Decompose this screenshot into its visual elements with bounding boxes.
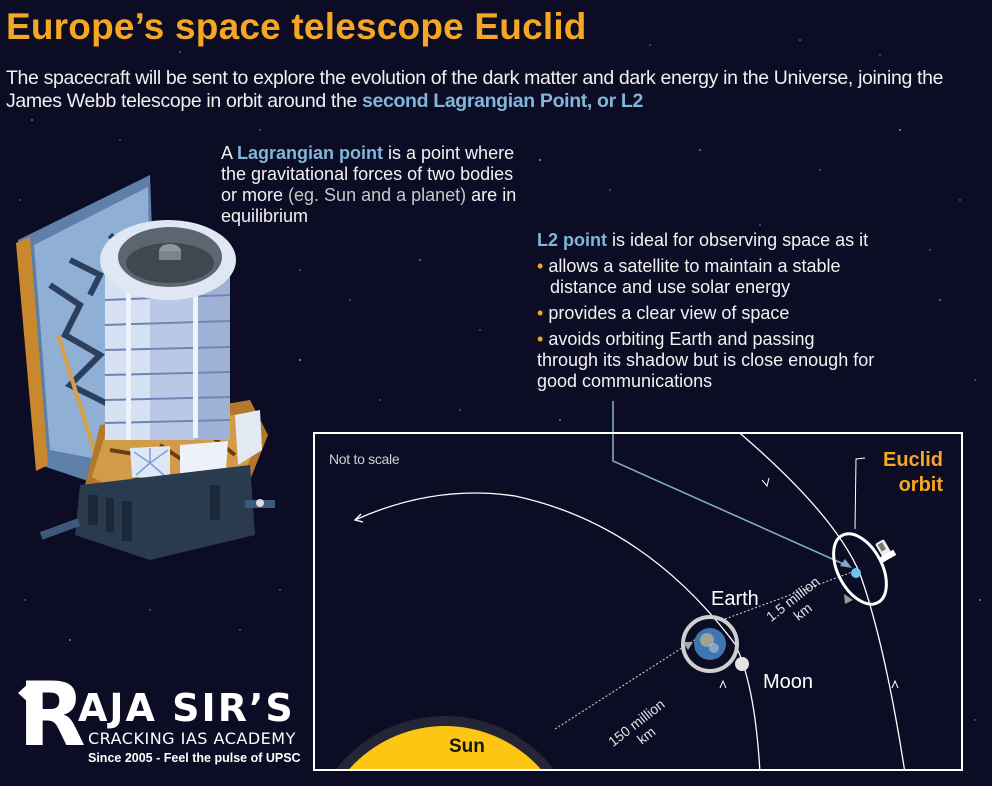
bullet-icon: •: [537, 303, 544, 323]
logo-initial: R: [18, 663, 86, 766]
definition-end: are in equilibrium: [221, 185, 517, 226]
benefit-text: provides a clear view of space: [548, 303, 790, 323]
euclid-spacecraft-illustration: [16, 175, 275, 560]
bullet-icon: •: [537, 329, 544, 349]
l2-intro-text: is ideal for observing space as it: [607, 230, 869, 250]
subtitle-text: The spacecraft will be sent to explore t…: [6, 67, 944, 112]
l2-point-info: L2 point is ideal for observing space as…: [537, 230, 927, 397]
bullet-icon: •: [537, 256, 544, 276]
l2-intro: L2 point is ideal for observing space as…: [537, 230, 927, 251]
logo-tagline: Since 2005 - Feel the pulse of UPSC: [88, 751, 301, 765]
l2-benefits-list: • allows a satellite to maintain a stabl…: [537, 256, 927, 392]
subtitle: The spacecraft will be sent to explore t…: [6, 67, 991, 113]
sun-label: Sun: [449, 736, 485, 757]
logo-academy: CRACKING IAS ACADEMY: [88, 729, 296, 748]
definition-prefix: A: [221, 143, 238, 163]
definition-example: (eg. Sun and a planet): [288, 185, 467, 205]
subtitle-highlight: second Lagrangian Point, or L2: [362, 90, 643, 112]
l2-point-icon: [851, 568, 861, 578]
benefit-text-cont: through its shadow but is close enough f…: [537, 350, 875, 391]
euclid-orbit-label: Euclid orbit: [863, 448, 943, 498]
orbit-diagram-graphics: [336, 434, 906, 769]
page-title: Europe’s space telescope Euclid: [6, 6, 587, 47]
moon-label: Moon: [763, 671, 814, 693]
lagrangian-point-term: Lagrangian point: [237, 143, 384, 163]
moon-icon: [735, 657, 749, 671]
back-arrow-icon: [18, 682, 30, 704]
lagrangian-point-definition: A Lagrangian point is a point where the …: [221, 143, 521, 227]
benefit-text-cont: distance and use solar energy: [550, 277, 791, 297]
euclid-satellite-icon: [875, 539, 897, 563]
benefit-text: avoids orbiting Earth and passing: [548, 329, 815, 349]
euclid-label-line1: Euclid: [882, 449, 943, 471]
definition-text: is a point where the gravitational force…: [221, 143, 515, 205]
l2-benefit-item: • provides a clear view of space: [537, 303, 927, 324]
logo-name: AJA SIR’S: [78, 686, 295, 730]
not-to-scale-note: Not to scale: [329, 451, 400, 467]
sun-icon: [349, 726, 541, 769]
euclid-label-line2: orbit: [898, 474, 943, 496]
l2-point-term: L2 point: [537, 230, 607, 250]
benefit-text: allows a satellite to maintain a stable: [548, 256, 841, 276]
earth-label: Earth: [711, 588, 759, 610]
academy-logo: R AJA SIR’S CRACKING IAS ACADEMY Since 2…: [18, 670, 318, 778]
l2-benefit-item: • allows a satellite to maintain a stabl…: [537, 256, 927, 298]
